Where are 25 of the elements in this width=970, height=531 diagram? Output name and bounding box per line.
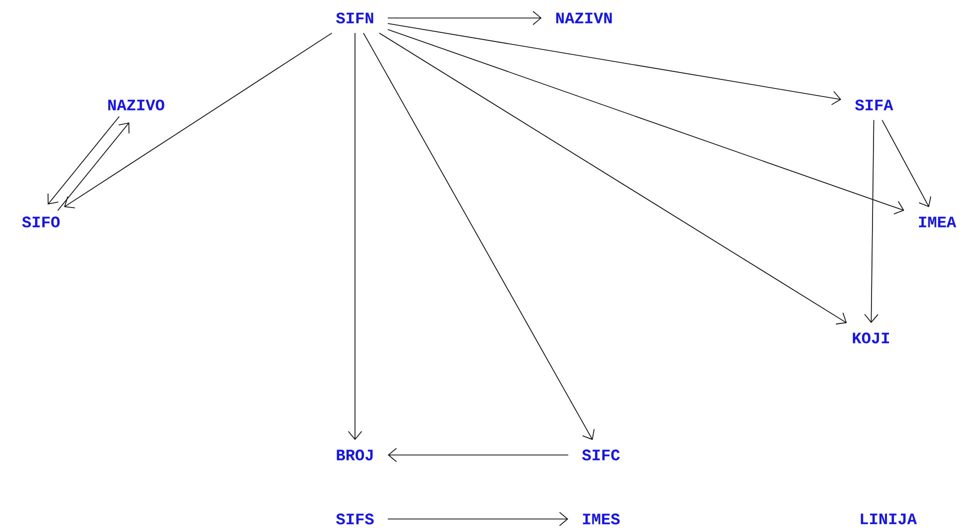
arrow [363,32,595,440]
arrow [882,120,932,208]
arrow [387,29,904,214]
arrow [864,120,878,323]
node-label: IMEA [919,216,956,228]
node-label: IMES [583,514,620,524]
arrow [387,512,568,526]
arrow [388,448,569,462]
arrow [387,10,542,26]
node-label: LINIJA [860,514,917,524]
node-label: KOJI [852,332,889,344]
node-label: NAZIVN [556,12,612,24]
arrow [64,32,332,208]
arrow [387,23,842,106]
arrow [57,122,130,211]
node-label: SIFC [582,450,620,460]
arrow [48,116,120,204]
node-label: BROJ [336,450,373,460]
node-label: SIFO [22,216,60,228]
node-label: SIFN [336,12,374,24]
arrow [378,32,847,324]
node-label: NAZIVO [108,100,164,110]
arrow [348,32,362,440]
node-label: SIFA [855,100,894,110]
node-label: SIFS [336,514,374,524]
